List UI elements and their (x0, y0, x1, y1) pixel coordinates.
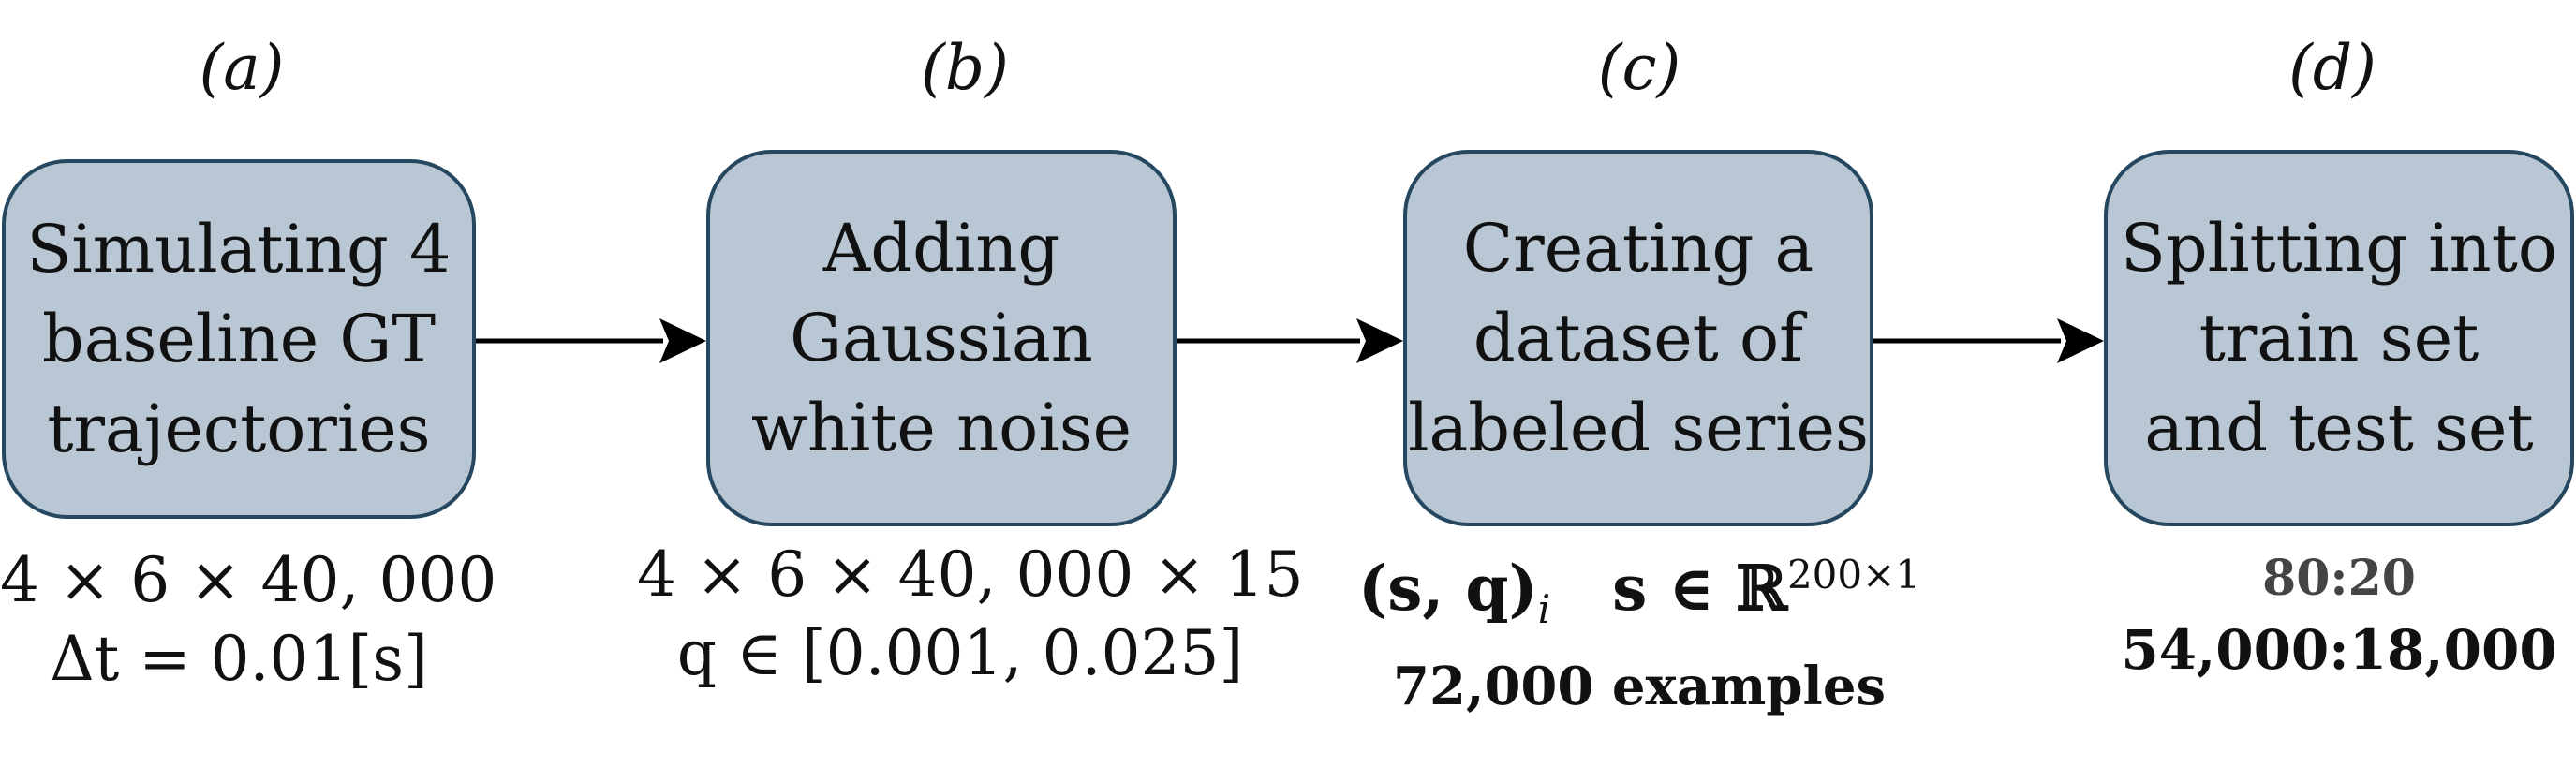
box-a-line-2: baseline GT (41, 301, 437, 377)
arrow-c-to-d (1873, 318, 2104, 363)
box-a-line-1: Simulating 4 (26, 211, 452, 288)
arrow-a-to-b (476, 318, 706, 363)
stage-box-d: Splitting into train set and test set (2104, 150, 2574, 526)
stage-box-b: Adding Gaussian white noise (706, 150, 1177, 526)
caption-a-line-1: 4 × 6 × 40, 000 (0, 544, 497, 616)
box-c-line-2: dataset of (1473, 300, 1804, 376)
arrow-b-to-c (1177, 318, 1403, 363)
caption-d-line-1: 80:20 (2262, 550, 2416, 607)
box-b-line-2: Gaussian (790, 300, 1093, 376)
stage-box-a: Simulating 4 baseline GT trajectories (2, 159, 476, 519)
caption-c-line-2: 72,000 examples (1393, 656, 1886, 718)
box-d-line-3: and test set (2144, 390, 2534, 466)
stage-label-a: (a) (199, 32, 285, 104)
caption-d-line-2: 54,000:18,000 (2121, 618, 2557, 682)
caption-a: 4 × 6 × 40, 000 Δt = 0.01[s] (0, 541, 497, 699)
caption-c-subscript: i (1537, 586, 1551, 633)
box-a-line-3: trajectories (47, 391, 431, 467)
box-d-line-2: train set (2198, 300, 2480, 376)
caption-c-pair: (s, q) (1358, 552, 1538, 625)
caption-c-line-1: (s, q)i s ∈ ℝ200×1 (1358, 536, 1920, 649)
box-b-line-1: Adding (822, 210, 1060, 287)
caption-d: 80:20 54,000:18,000 (2104, 545, 2574, 687)
stage-label-b: (b) (921, 32, 1009, 104)
caption-b-line-1: 4 × 6 × 40, 000 × 15 (637, 539, 1304, 611)
stage-box-c: Creating a dataset of labeled series (1403, 150, 1873, 526)
stage-label-d: (d) (2288, 32, 2376, 104)
box-c-line-3: labeled series (1408, 390, 1869, 466)
caption-c: (s, q)i s ∈ ℝ200×1 72,000 examples (1358, 536, 1920, 724)
caption-c-superscript: 200×1 (1786, 552, 1921, 598)
caption-a-line-2: Δt = 0.01[s] (50, 623, 428, 695)
caption-b: 4 × 6 × 40, 000 × 15 q ∈ [0.001, 0.025] (637, 536, 1304, 693)
box-d-line-1: Splitting into (2120, 210, 2558, 287)
stage-label-c: (c) (1597, 32, 1681, 104)
box-c-line-1: Creating a (1462, 210, 1814, 287)
caption-b-line-2: q ∈ [0.001, 0.025] (676, 617, 1244, 689)
box-b-line-3: white noise (750, 390, 1133, 466)
caption-c-set: s ∈ ℝ (1612, 552, 1787, 625)
